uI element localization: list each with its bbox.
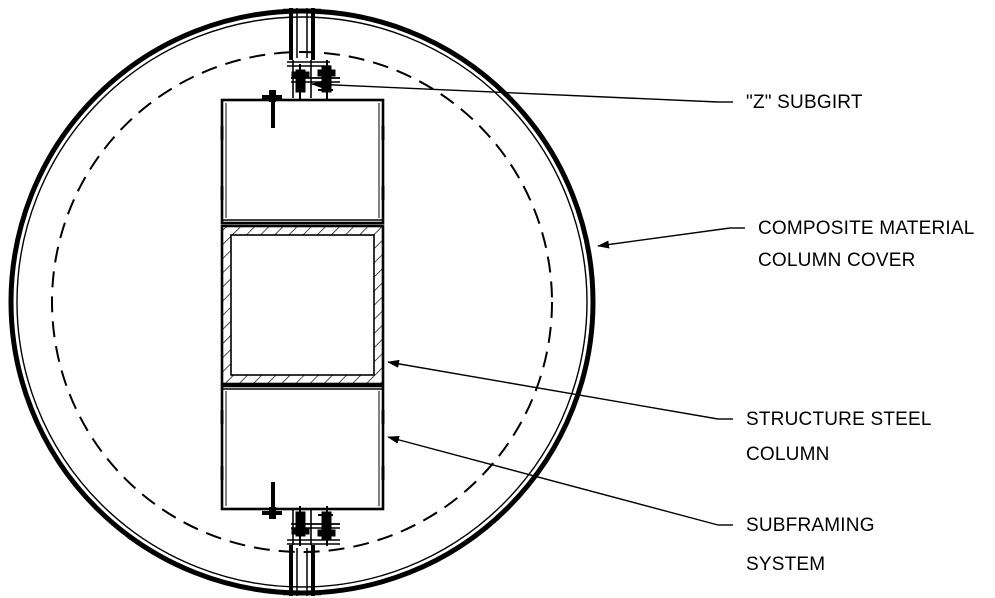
subframing-box-top — [220, 90, 385, 225]
subframing-box-bottom — [220, 384, 385, 519]
label-z-subgirt: "Z" SUBGIRT — [746, 92, 863, 113]
label-steel-column-line1: STRUCTURE STEEL — [746, 409, 932, 430]
leader-lines — [311, 80, 745, 526]
z-subgirt-top — [287, 60, 340, 100]
leader-composite-cover — [597, 227, 745, 249]
label-composite-cover-line1: COMPOSITE MATERIAL — [758, 218, 975, 239]
structure-steel-column — [220, 224, 385, 386]
z-subgirt-bottom — [287, 506, 340, 546]
label-subframing-line2: SYSTEM — [746, 554, 826, 575]
label-composite-cover-line2: COLUMN COVER — [758, 250, 916, 271]
dashed-reference-circle — [51, 51, 553, 553]
bottom-cover-joint — [283, 545, 321, 596]
leader-z-subgirt — [311, 80, 733, 103]
label-steel-column-line2: COLUMN — [746, 444, 830, 465]
top-cover-joint — [283, 8, 321, 60]
leader-steel-column — [387, 359, 733, 420]
label-subframing-line1: SUBFRAMING — [746, 515, 875, 536]
leader-subframing — [387, 435, 733, 526]
